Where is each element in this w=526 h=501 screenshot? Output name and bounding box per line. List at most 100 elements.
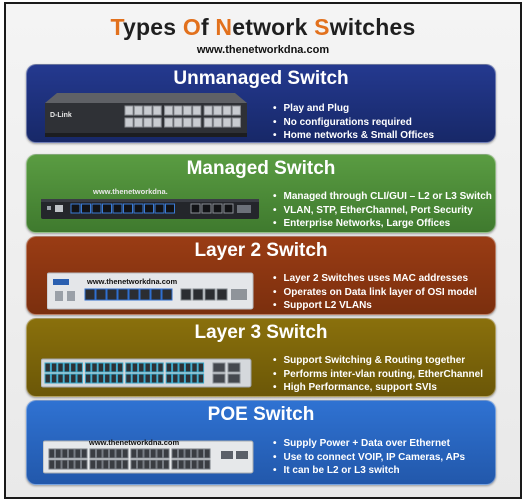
feature-item: Support L2 VLANs [273,299,477,313]
switch-port [44,362,51,373]
infographic-frame: Types Of Network Switches www.thenetwork… [4,2,522,499]
switch-port [171,448,178,459]
switch-port [222,117,232,128]
switch-port [216,288,228,301]
switch-port [152,117,162,128]
switch-port [67,291,75,301]
switch-port [173,117,183,128]
switch-port [122,448,129,459]
switch-port [81,448,88,459]
feature-list: Layer 2 Switches uses MAC addresses Oper… [273,272,477,313]
switch-port [163,459,170,470]
switch-port [91,203,102,214]
title-text: f [200,14,216,40]
switch-port [173,105,183,116]
switch-port [74,459,81,470]
switch-port [61,448,68,459]
feature-item: Use to connect VOIP, IP Cameras, APs [273,451,466,465]
switch-port [197,373,205,384]
switch-port [84,373,92,384]
switch-port [95,288,107,301]
feature-list: Play and Plug No configurations required… [273,102,435,143]
switch-port [197,448,204,459]
switch-port [133,105,143,116]
panel-title: Unmanaged Switch [173,68,349,89]
panel-title: Managed Switch [186,158,336,179]
switch-port [212,362,226,373]
switch-port [161,288,173,301]
title-text: witches [329,14,416,40]
switch-port [137,459,144,470]
switch-port [150,288,162,301]
switch-port [122,459,129,470]
switch-port [165,373,173,384]
switch-port [143,105,153,116]
switch-port [144,362,151,373]
unmanaged-switch-panel: Unmanaged Switch Play and Plug No config… [26,64,496,143]
panel-title: POE Switch [207,404,315,425]
switch-port [152,105,162,116]
switch-port [116,373,124,384]
switch-port [157,373,164,384]
device-brand-label: D-Link [50,112,72,119]
switch-port [178,459,185,470]
switch-port [109,459,116,470]
switch-port [91,362,98,373]
switch-port [223,203,234,214]
switch-port [227,373,241,384]
switch-port [50,373,58,384]
switch-port [191,362,198,373]
switch-port [192,117,202,128]
switch-port [184,373,192,384]
watermark-text: www.thenetworkdna. [93,187,168,196]
switch-port [156,448,163,459]
switch-port [143,448,150,459]
panel-title: Layer 3 Switch [194,322,328,343]
switch-port [125,362,132,373]
switch-port [63,373,71,384]
website-subtitle: www.thenetworkdna.com [196,44,330,56]
panel-title: Layer 2 Switch [194,240,328,261]
switch-port [47,206,51,210]
switch-port [110,373,117,384]
feature-item: Performs inter-vlan routing, EtherChanne… [273,368,483,382]
switch-port [96,448,103,459]
switch-port [165,203,175,214]
switch-port [150,448,157,459]
page-title: Types Of Network Switches [6,14,520,41]
switch-port [203,105,213,116]
title-text: ypes [123,14,183,40]
switch-port [212,373,226,384]
switch-port [110,362,117,373]
switch-port [213,117,223,128]
feature-list: Supply Power + Data over Ethernet Use to… [273,437,466,478]
switch-port [104,373,111,384]
feature-item: Layer 2 Switches uses MAC addresses [273,272,477,286]
switch-port [89,448,96,459]
switch-port [204,459,211,470]
switch-port [157,362,164,373]
watermark-text: www.thenetworkdna.com [87,277,178,286]
switch-port [231,117,241,128]
switch-port [76,362,83,373]
switch-port [133,117,143,128]
switch-port [184,459,191,470]
feature-item: Support Switching & Routing together [273,354,483,368]
switch-port [70,362,77,373]
switch-port [227,362,241,373]
switch-port [171,459,178,470]
switch-port [109,448,116,459]
title-letter: O [182,14,201,40]
switch-port [97,373,105,384]
switch-port [57,373,64,384]
unmanaged-switch-image [45,93,247,137]
switch-port [70,373,77,384]
feature-item: It can be L2 or L3 switch [273,464,465,478]
switch-port [139,288,151,301]
switch-port [172,362,179,373]
switch-port [55,205,63,212]
switch-port [237,205,251,213]
switch-port [130,448,137,459]
switch-port [182,105,192,116]
switch-port [182,117,192,128]
